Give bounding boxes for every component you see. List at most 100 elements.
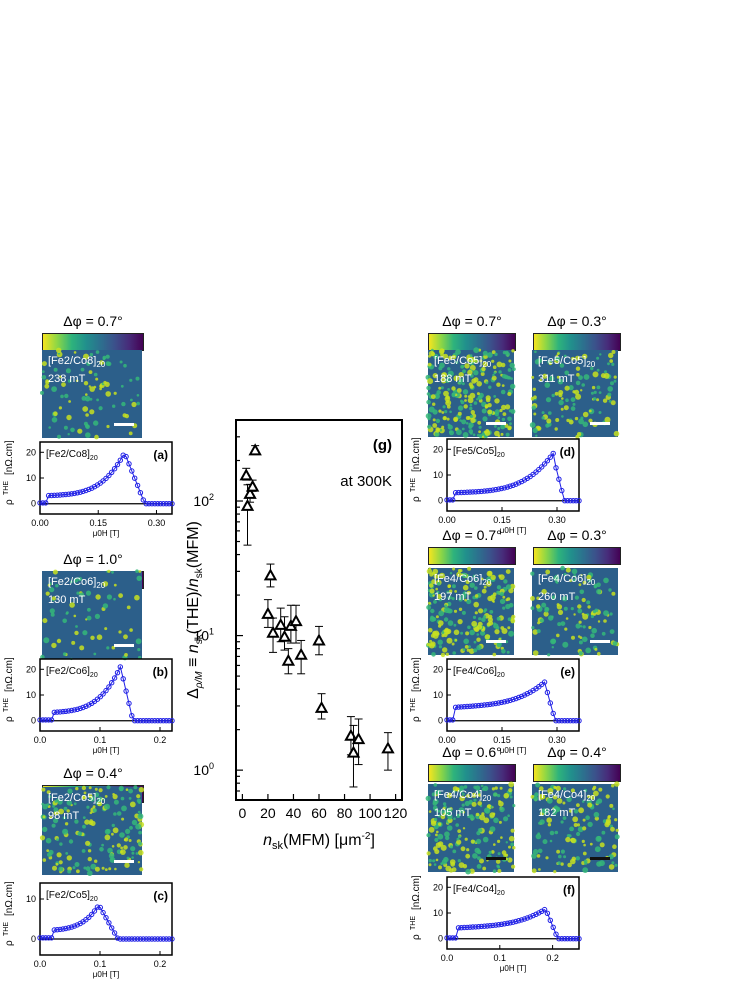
skyrmion-dot (614, 863, 618, 867)
skyrmion-dot (458, 597, 463, 602)
skyrmion-dot (483, 817, 490, 824)
skyrmion-dot (113, 583, 117, 587)
skyrmion-dot (484, 808, 491, 814)
x-tick-label: 20 (260, 805, 276, 821)
panel-sample-sub: 20 (497, 452, 505, 459)
skyrmion-dot (538, 868, 541, 871)
data-point (126, 461, 132, 467)
data-point (143, 936, 149, 942)
skyrmion-dot (583, 859, 588, 864)
skyrmion-dot (469, 815, 475, 821)
data-triangle (248, 443, 262, 456)
data-point (562, 936, 568, 942)
skyrmion-dot (469, 364, 476, 371)
data-point (484, 702, 490, 708)
skyrmion-dot (539, 786, 544, 791)
mfm-sample-sub: 20 (482, 794, 492, 804)
colorbar (533, 333, 621, 351)
skyrmion-dot (111, 823, 116, 828)
data-point (66, 491, 72, 497)
skyrmion-dot (129, 628, 133, 632)
skyrmion-dot (129, 378, 133, 382)
scale-bar (590, 640, 610, 643)
skyrmion-dot (507, 368, 512, 372)
skyrmion-dot (464, 363, 470, 369)
data-point (576, 498, 582, 504)
skyrmion-dot (430, 394, 436, 400)
x-tick-label: 120 (384, 805, 408, 821)
data-point (490, 701, 496, 707)
skyrmion-dot (429, 588, 435, 594)
skyrmion-dot (461, 382, 465, 386)
data-point (71, 923, 78, 929)
scale-bar (114, 644, 134, 647)
skyrmion-dot (105, 391, 111, 397)
x-tick-label: 40 (286, 805, 302, 821)
skyrmion-dot (503, 374, 509, 380)
data-point (458, 925, 464, 931)
skyrmion-dot (121, 401, 126, 407)
skyrmion-dot (89, 811, 93, 815)
skyrmion-dot (468, 429, 474, 434)
skyrmion-dot (544, 382, 551, 388)
skyrmion-dot (82, 406, 89, 412)
skyrmion-dot (449, 410, 452, 414)
data-triangle (381, 741, 395, 754)
skyrmion-dot (102, 798, 106, 801)
skyrmion-dot (104, 868, 108, 871)
skyrmion-dot (497, 869, 502, 873)
data-point (169, 936, 175, 942)
skyrmion-dot (560, 820, 564, 824)
skyrmion-dot (442, 647, 448, 653)
data-point (43, 717, 49, 723)
data-point (71, 707, 78, 713)
skyrmion-dot (601, 830, 606, 835)
skyrmion-dot (47, 583, 51, 587)
data-point (510, 696, 516, 703)
skyrmion-dot (451, 354, 457, 360)
skyrmion-dot (472, 615, 477, 619)
skyrmion-dot (572, 402, 576, 406)
data-point (63, 708, 69, 714)
data-triangle (239, 468, 253, 481)
skyrmion-dot (136, 394, 140, 397)
data-point (152, 501, 158, 507)
data-point (57, 709, 63, 715)
skyrmion-dot (438, 822, 442, 826)
skyrmion-dot (123, 634, 128, 640)
skyrmion-dot (128, 788, 133, 794)
chart-letter: (g) (373, 437, 392, 454)
skyrmion-dot (585, 647, 592, 654)
skyrmion-dot (111, 832, 114, 836)
skyrmion-dot (460, 631, 464, 635)
skyrmion-dot (608, 352, 614, 359)
skyrmion-dot (555, 356, 561, 362)
skyrmion-dot (477, 420, 482, 425)
data-point (166, 936, 172, 942)
skyrmion-dot (614, 834, 620, 840)
skyrmion-dot (437, 809, 441, 813)
skyrmion-dot (90, 635, 95, 640)
skyrmion-dot (453, 609, 458, 613)
data-point (521, 916, 528, 922)
x-tick-label: 0.2 (154, 959, 167, 969)
skyrmion-dot (497, 794, 501, 798)
skyrmion-dot (445, 378, 450, 384)
skyrmion-dot (588, 625, 592, 630)
data-point (573, 718, 579, 724)
skyrmion-dot (599, 842, 605, 848)
skyrmion-dot (42, 803, 48, 810)
skyrmion-dot (123, 845, 128, 850)
skyrmion-dot (59, 375, 62, 379)
data-point (452, 935, 459, 941)
data-point (536, 466, 542, 473)
data-point (140, 497, 147, 503)
skyrmion-dot (608, 399, 612, 403)
data-point (120, 676, 126, 682)
skyrmion-dot (453, 629, 460, 636)
data-triangle (346, 745, 361, 758)
